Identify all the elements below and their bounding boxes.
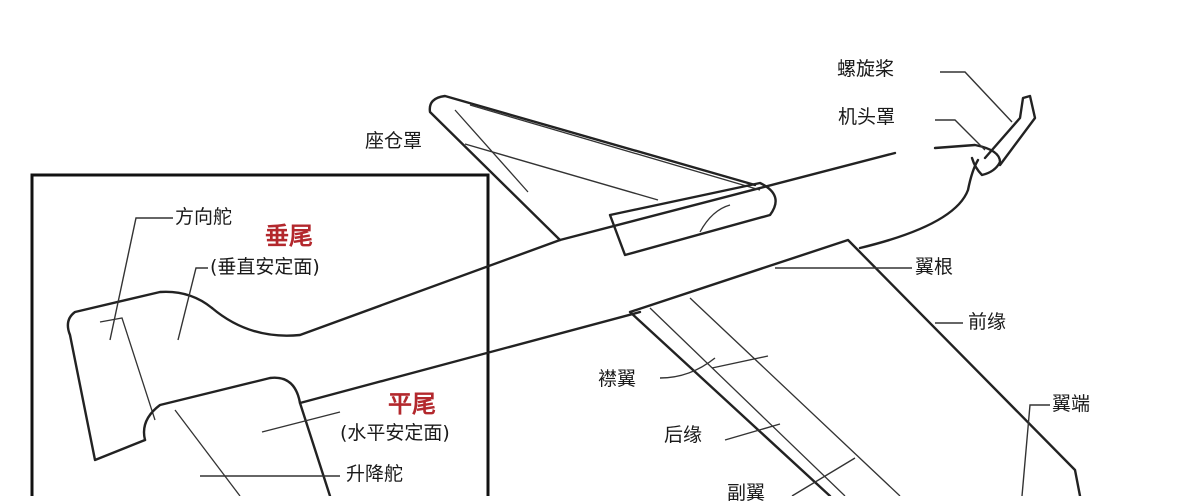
far-wing (428, 94, 757, 242)
rudder-hinge (99, 317, 156, 421)
trailing-edge-leader (724, 423, 781, 441)
elevator-label: 升降舵 (346, 463, 404, 485)
propeller-label: 螺旋桨 (837, 58, 895, 80)
flap-label: 襟翼 (598, 368, 637, 390)
vertical-tail-shape (66, 290, 214, 462)
propeller-leader (940, 71, 1013, 123)
rudder-leader (109, 217, 173, 341)
canopy-frame (699, 204, 731, 233)
horizontal-stabilizer-label: (水平安定面) (340, 422, 450, 444)
fuselage-belly (858, 158, 980, 250)
far-wing-flap (454, 104, 761, 193)
canopy-leader (464, 143, 659, 201)
horizontal-tail-shape (142, 376, 332, 496)
horizontal-tail-label: 平尾 (388, 389, 436, 418)
vertical-tail-label: 垂尾 (265, 221, 313, 250)
vertical-stabilizer-leader (177, 267, 208, 341)
tail-detail-box (30, 173, 490, 496)
fuselage-bottom (298, 310, 642, 405)
aileron-leader (791, 457, 856, 496)
wing-tip-label: 翼端 (1052, 393, 1091, 415)
spinner-leader (935, 119, 986, 151)
spinner-shape (933, 143, 1002, 177)
spinner-label: 机头罩 (838, 106, 896, 128)
leading-edge-label: 前缘 (968, 311, 1007, 333)
elevator-hinge (174, 409, 241, 496)
propeller-shape (983, 94, 1037, 167)
flap-leader (659, 357, 716, 379)
trailing-edge-label: 后缘 (664, 424, 703, 446)
near-wing-flap (649, 297, 901, 496)
fuselage-top (210, 151, 897, 337)
near-wing (628, 238, 1082, 496)
aileron-label: 副翼 (727, 482, 766, 504)
canopy-label: 座仓罩 (365, 130, 423, 152)
horizontal-stabilizer-leader (261, 411, 341, 433)
vertical-stabilizer-label: (垂直安定面) (210, 256, 320, 278)
wing-tip-leader (1021, 404, 1050, 496)
canopy-shape (608, 181, 777, 257)
wing-root-label: 翼根 (915, 256, 954, 278)
rudder-label: 方向舵 (175, 206, 233, 228)
